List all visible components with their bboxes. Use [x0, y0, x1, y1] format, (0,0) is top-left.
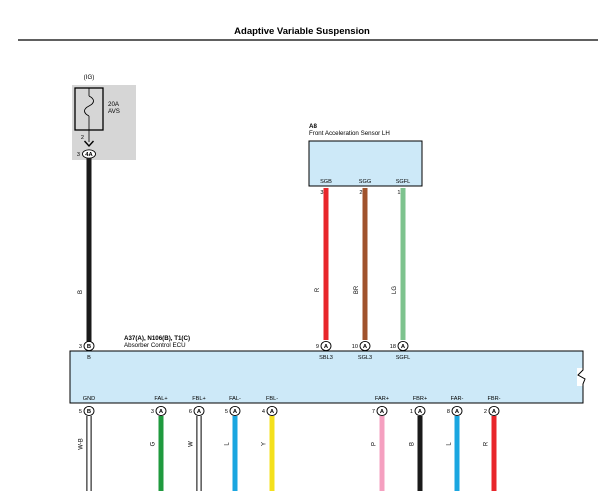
ecu-break-mark: [577, 351, 586, 403]
ecu-terminal-farp: FAR+: [375, 396, 389, 402]
sensor-pin-1: 1: [397, 190, 400, 196]
chevron-down-icon: [83, 140, 95, 148]
fuse-block: (IG) 20A AVS 2 4A 3: [72, 74, 136, 160]
ecu-bottom-pin-6-oval: [376, 405, 388, 417]
ecu-bottom-pin-7-code: A: [418, 409, 423, 415]
fuse-connector-pin: 3: [77, 152, 80, 158]
ecu-top-pin-3-oval: [83, 340, 95, 352]
ecu-bottom-pin-7-oval: [414, 405, 426, 417]
page-title: Adaptive Variable Suspension: [234, 26, 370, 37]
ecu-bottom-pin-3-number: 6: [189, 409, 192, 415]
ecu-top-pin-9-number: 9: [316, 344, 319, 350]
ecu-bottom-pin-5-number: 4: [262, 409, 265, 415]
wire-bottom-label-1: W-B: [79, 438, 85, 450]
ecu-bottom-pins: GNDB5W-BFAL+A3GFBL+A6WFAL-A5LFBL-A4YFAR+…: [79, 396, 501, 491]
wire-bottom-label-8: L: [447, 442, 453, 446]
sensor-terminal-sgfl: SGFL: [396, 179, 411, 185]
sensor-box: [308, 140, 423, 187]
ecu-bottom-pin-1-oval: [83, 405, 95, 417]
ecu-bottom-pin-1-code: B: [87, 409, 91, 415]
ecu-bottom-pin-5-oval: [266, 405, 278, 417]
sensor-code: A8: [309, 123, 317, 130]
ecu-bottom-pin-1-number: 5: [79, 409, 82, 415]
wire-label-lg: LG: [392, 286, 398, 294]
ecu-bottom-pin-7-number: 1: [410, 409, 413, 415]
ecu-top-pin-10-number: 10: [352, 344, 358, 350]
wire-bottom-label-5: Y: [262, 442, 268, 446]
ecu-terminal-fblm: FBL-: [266, 396, 278, 402]
wire-label-br: BR: [354, 285, 360, 294]
ecu-bottom-pin-6-number: 7: [372, 409, 375, 415]
fuse-supply-label: (IG): [84, 74, 95, 81]
ecu-top-pin-3-code: B: [87, 344, 91, 350]
fuse-name: AVS: [108, 108, 120, 115]
fuse-panel-bg: [72, 85, 136, 160]
ecu-terminal-sgfl: SGFL: [396, 355, 411, 361]
ecu-bottom-pin-4-number: 5: [225, 409, 228, 415]
ecu-terminal-falm: FAL-: [229, 396, 241, 402]
ecu-top-pin-9-oval: [320, 340, 332, 352]
sensor-terminals: SGB 3R SGG 2BR SGFL 1LG: [315, 179, 410, 340]
ecu-bottom-pin-3-code: A: [197, 409, 202, 415]
ecu-bottom-pin-2-number: 3: [151, 409, 154, 415]
ecu-bottom-pin-2-code: A: [159, 409, 164, 415]
sensor-name: Front Acceleration Sensor LH: [309, 130, 390, 137]
sensor-pin-2: 2: [359, 190, 362, 196]
ecu-code: A37(A), N106(B), T1(C): [124, 335, 190, 342]
wire-bottom-label-9: R: [484, 441, 490, 446]
fuse-connector-code: 4A: [85, 152, 93, 158]
ecu-bottom-pin-9-oval: [488, 405, 500, 417]
wire-bottom-label-3: W: [189, 441, 195, 447]
ecu-top-pin-18-oval: [397, 340, 409, 352]
ecu-top-pin-10-code: A: [363, 344, 368, 350]
wire-bottom-label-4: L: [225, 442, 231, 446]
ecu-terminal-falp: FAL+: [154, 396, 167, 402]
ecu-terminal-sbl3: SBL3: [319, 355, 333, 361]
wire-bottom-label-7: B: [410, 442, 416, 446]
ecu-bottom-pin-5-code: A: [270, 409, 275, 415]
fuse-rating: 20A: [108, 101, 120, 108]
ecu-top-pin-18-number: 18: [390, 344, 396, 350]
ecu-bottom-pin-4-code: A: [233, 409, 238, 415]
ecu-terminal-sgl3: SGL3: [358, 355, 372, 361]
sensor-terminal-sgg: SGG: [359, 179, 371, 185]
ecu-bottom-pin-9-code: A: [492, 409, 497, 415]
ecu-bottom-pin-4-oval: [229, 405, 241, 417]
ecu-top-pin-18-code: A: [401, 344, 406, 350]
fuse-out-pin: 2: [81, 135, 84, 141]
wire-label-r: R: [315, 287, 321, 292]
ecu-bottom-pin-8-code: A: [455, 409, 460, 415]
wire-bottom-label-2: G: [151, 441, 157, 446]
ecu-terminal-fbrm: FBR-: [487, 396, 500, 402]
ecu-terminal-b: B: [87, 355, 91, 361]
ecu-terminal-gnd: GND: [83, 396, 95, 402]
ecu-bottom-pin-8-number: 8: [447, 409, 450, 415]
sensor-terminal-sgb: SGB: [320, 179, 332, 185]
ecu-top-pin-9-code: A: [324, 344, 329, 350]
sensor-pin-3: 3: [320, 190, 323, 196]
ecu-terminal-fbrp: FBR+: [413, 396, 427, 402]
fuse-icon: [84, 95, 94, 117]
ecu-bottom-pin-6-code: A: [380, 409, 385, 415]
absorber-control-ecu: A37(A), N106(B), T1(C) Absorber Control …: [69, 335, 591, 404]
acceleration-sensor: A8 Front Acceleration Sensor LH: [308, 123, 423, 187]
wire-bottom-label-6: P: [372, 442, 378, 446]
ecu-bottom-pin-2-oval: [155, 405, 167, 417]
ecu-terminal-farm: FAR-: [451, 396, 464, 402]
ecu-top-pin-10-oval: [359, 340, 371, 352]
ecu-bottom-pin-3-oval: [193, 405, 205, 417]
ecu-top-pin-3-number: 3: [79, 344, 82, 350]
ecu-name: Absorber Control ECU: [124, 342, 186, 349]
wire-label-b: B: [78, 290, 84, 294]
ecu-bottom-pin-9-number: 2: [484, 409, 487, 415]
ecu-terminal-fblp: FBL+: [192, 396, 206, 402]
ecu-bottom-pin-8-oval: [451, 405, 463, 417]
